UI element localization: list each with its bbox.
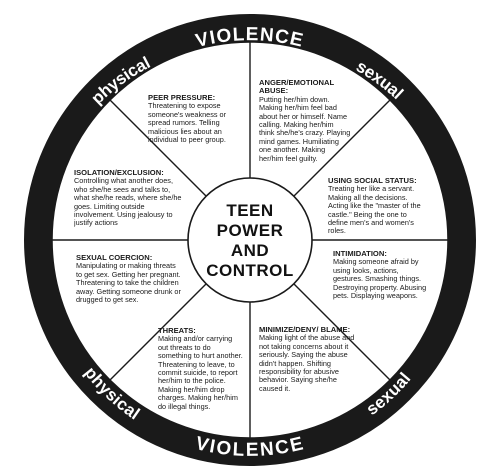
segment-body: Treating her like a servant. Making all … <box>328 184 421 236</box>
segment-title: INTIMIDATION: <box>333 250 387 258</box>
segment-title: USING SOCIAL STATUS: <box>328 177 417 185</box>
segment-title: PEER PRESSURE: <box>148 94 216 102</box>
center-line-4: CONTROL <box>206 261 294 280</box>
segment-body: Manipulating or making threats to get se… <box>76 261 181 305</box>
segment-body: Putting her/him down. Making her/him fee… <box>259 94 351 163</box>
segment-title: MINIMIZE/DENY/ BLAME: <box>259 326 351 334</box>
segment-body: Making light of the abuse and not taking… <box>259 333 355 393</box>
spokes <box>52 42 448 438</box>
segment-threats: THREATS: Making and/or carrying out thre… <box>158 327 244 419</box>
center-hub <box>187 177 313 303</box>
segment-sexual-coercion: SEXUAL COERCION: Manipulating or making … <box>76 254 182 318</box>
segment-minimize-deny-blame: MINIMIZE/DENY/ BLAME: Making light of th… <box>259 326 359 420</box>
segment-title: SEXUAL COERCION: <box>76 254 153 262</box>
spoke-lower-left <box>109 283 207 381</box>
segment-body: Making someone afraid by using looks, ac… <box>333 257 427 301</box>
center-line-1: TEEN <box>226 201 273 220</box>
spoke-lower-right <box>293 283 391 381</box>
segment-isolation-exclusion: ISOLATION/EXCLUSION: Controlling what an… <box>74 169 182 233</box>
center-line-3: AND <box>231 241 269 260</box>
segment-body: Making and/or carrying out threats to do… <box>158 334 243 411</box>
segment-intimidation: INTIMIDATION: Making someone afraid by u… <box>333 250 429 314</box>
segment-anger-emotional-abuse: ANGER/EMOTIONAL ABUSE: Putting her/him d… <box>259 79 351 189</box>
segment-using-social-status: USING SOCIAL STATUS: Treating her like a… <box>328 177 428 237</box>
segment-title: ISOLATION/EXCLUSION: <box>74 169 164 177</box>
segment-body: Threatening to expose someone's weakness… <box>148 101 227 145</box>
segment-peer-pressure: PEER PRESSURE: Threatening to expose som… <box>148 94 240 174</box>
segment-title: ANGER/EMOTIONAL ABUSE: <box>259 79 334 96</box>
center-line-2: POWER <box>217 221 284 240</box>
spoke-upper-right <box>293 99 391 197</box>
spoke-upper-left <box>109 99 207 197</box>
segment-title: THREATS: <box>158 327 196 335</box>
segment-body: Controlling what another does, who she/h… <box>74 176 182 228</box>
outer-ring <box>24 14 476 466</box>
